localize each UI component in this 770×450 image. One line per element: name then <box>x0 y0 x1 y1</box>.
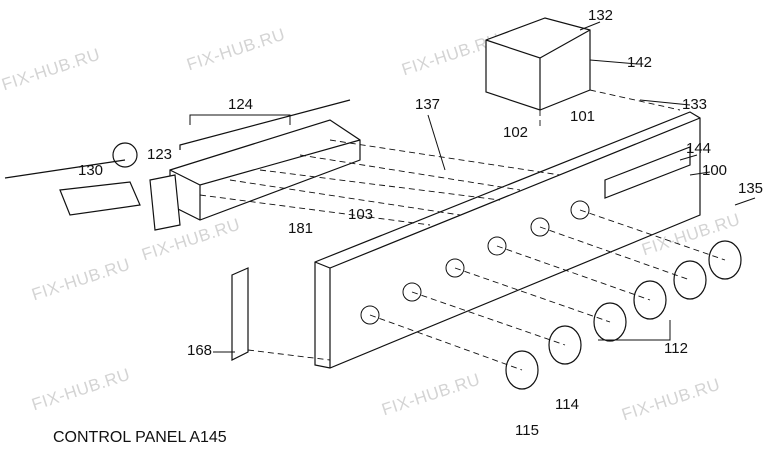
part-label-101: 101 <box>570 108 596 125</box>
part-label-114: 114 <box>555 396 579 413</box>
part-label-181: 181 <box>288 220 314 237</box>
part-label-112: 112 <box>664 340 688 357</box>
part-label-135: 135 <box>738 180 764 197</box>
part-label-115: 115 <box>515 422 539 439</box>
part-label-132: 132 <box>588 7 614 24</box>
diagram-title: CONTROL PANEL A145 <box>53 429 227 446</box>
part-label-100: 100 <box>702 162 728 179</box>
assembly-lines <box>199 89 726 371</box>
part-label-130: 130 <box>78 162 104 179</box>
part-label-124: 124 <box>228 96 254 113</box>
part-label-142: 142 <box>627 54 653 71</box>
part-thermostat-123-130 <box>4 142 181 231</box>
part-label-137: 137 <box>415 96 441 113</box>
part-label-144: 144 <box>686 140 712 157</box>
part-control-panel-100 <box>314 111 701 369</box>
label-leaders <box>189 21 756 353</box>
part-label-168: 168 <box>187 342 213 359</box>
part-label-123: 123 <box>147 146 173 163</box>
panel-knob-holes <box>360 200 590 325</box>
part-bracket-168 <box>231 267 249 361</box>
part-label-133: 133 <box>682 96 708 113</box>
part-label-102: 102 <box>503 124 529 141</box>
part-label-103: 103 <box>348 206 374 223</box>
